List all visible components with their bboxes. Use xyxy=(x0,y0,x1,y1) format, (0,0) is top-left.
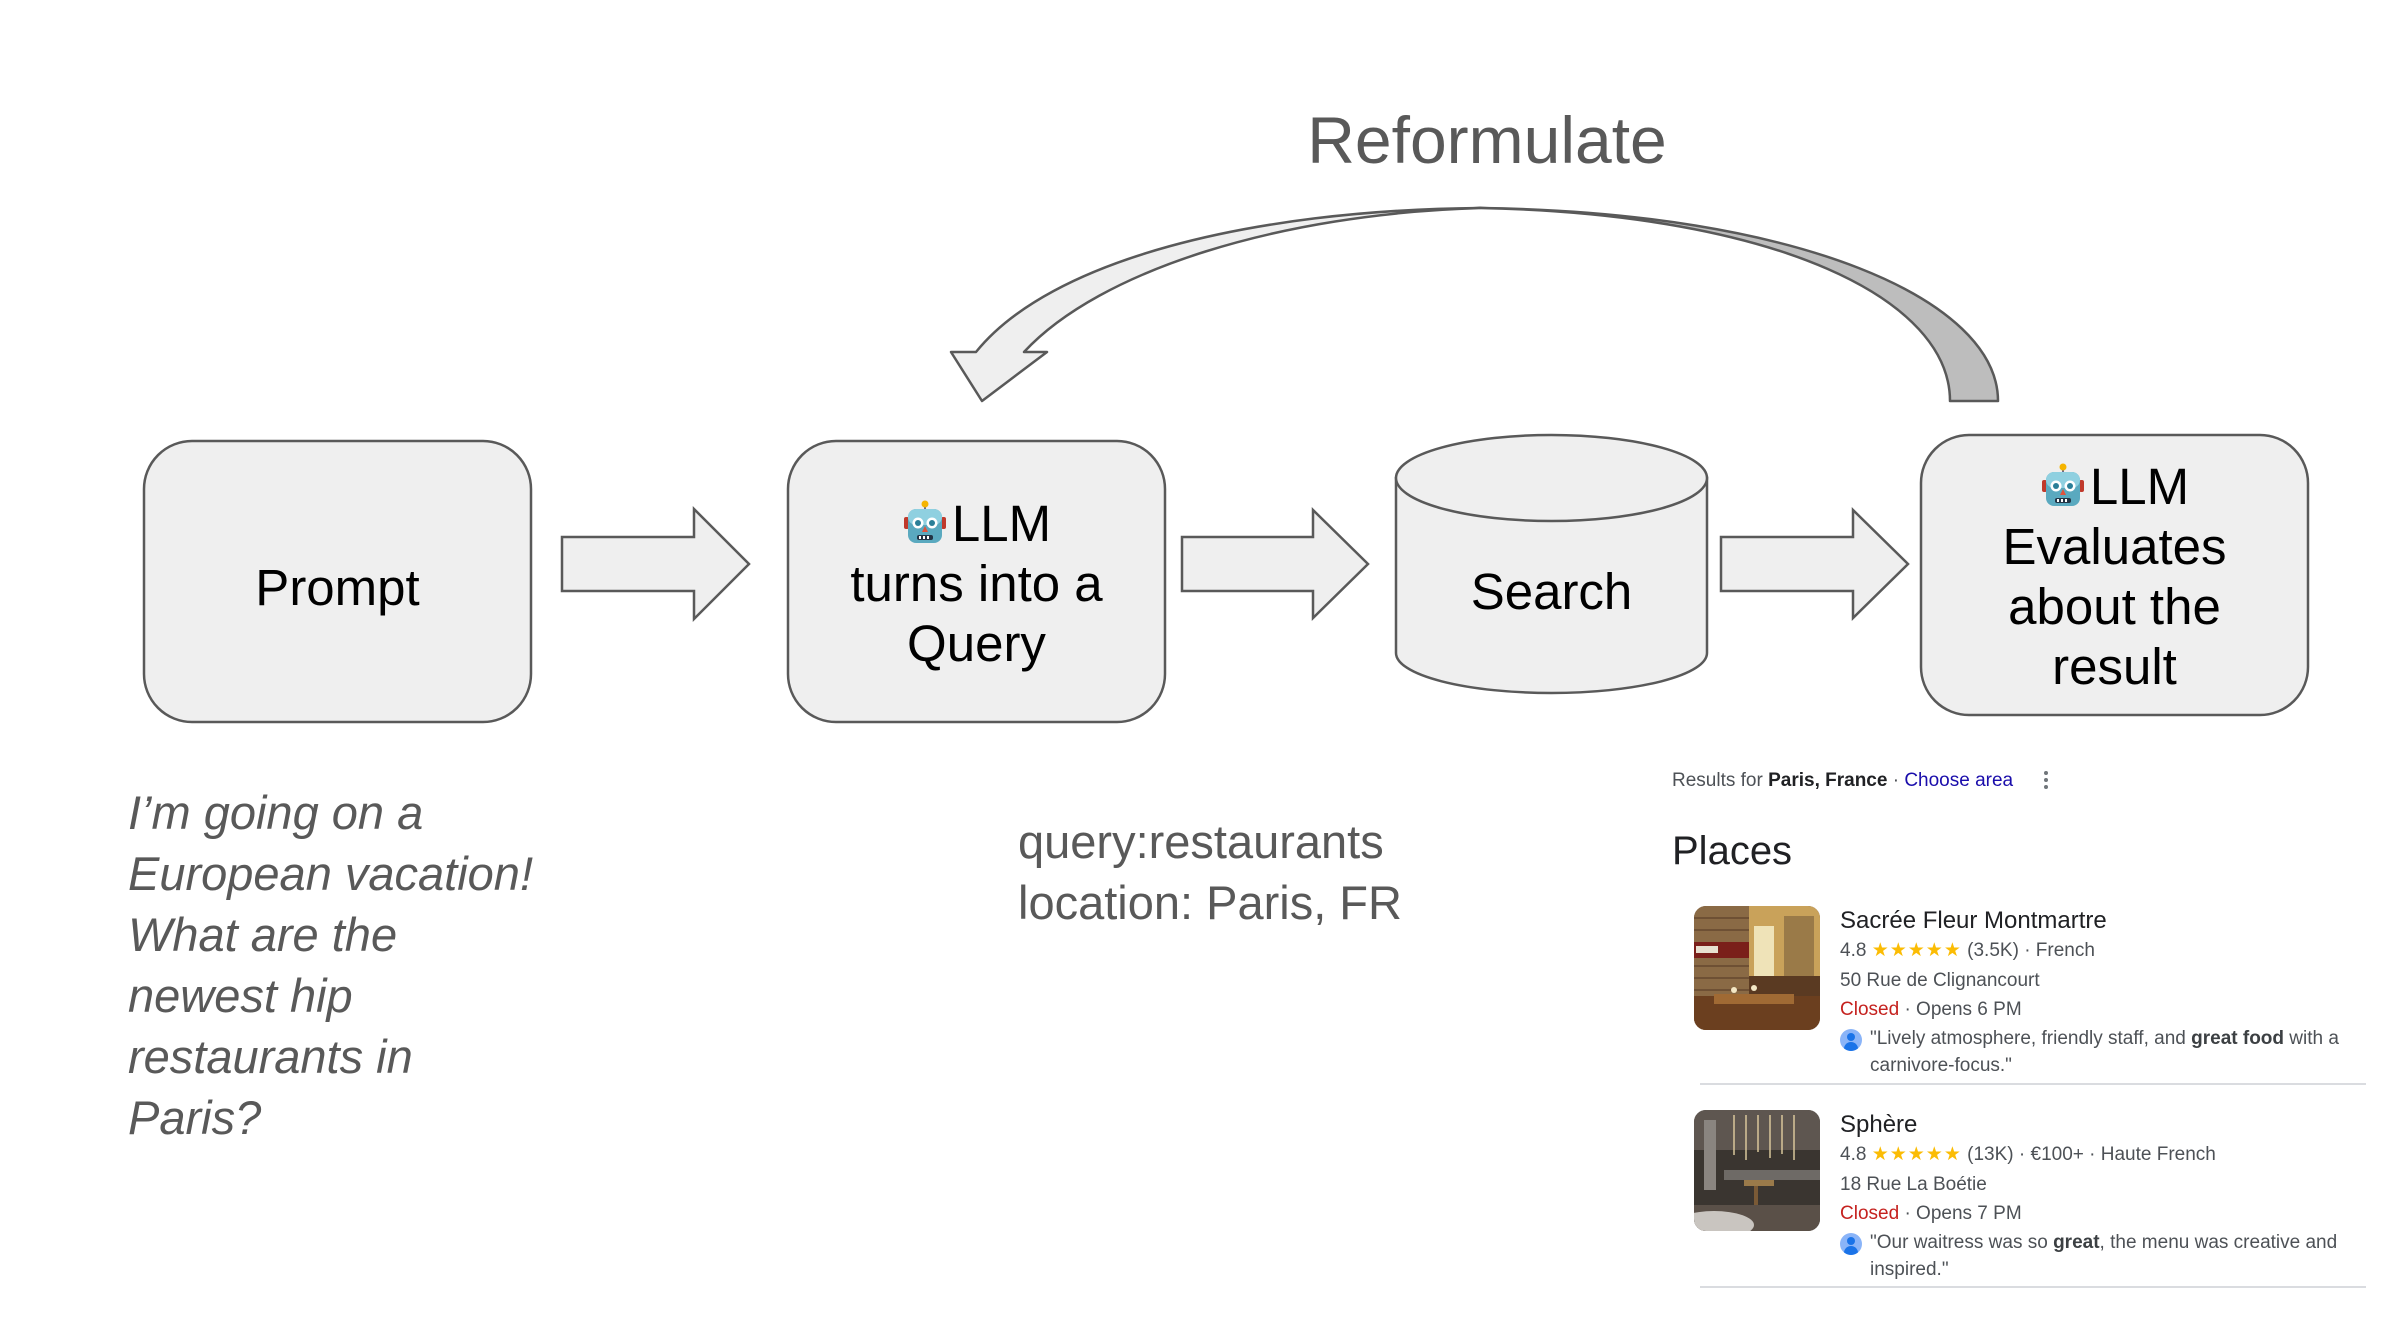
rating-value: 4.8 xyxy=(1840,940,1867,961)
open-status: Closed xyxy=(1840,1203,1900,1224)
search-node-label: Search xyxy=(1396,562,1707,622)
place-thumbnail[interactable] xyxy=(1694,1110,1820,1231)
place-rating-line: 4.8 ★★★★★ (13K) · €100+ · Haute French xyxy=(1840,1140,2370,1170)
place-hours: Closed · Opens 6 PM xyxy=(1840,995,2370,1025)
open-status: Closed xyxy=(1840,999,1900,1020)
place-thumbnail[interactable] xyxy=(1694,906,1820,1030)
opening-time: · Opens 6 PM xyxy=(1904,999,2022,1020)
user-prompt-line: newest hip xyxy=(128,969,353,1022)
user-avatar-icon xyxy=(1840,1232,1862,1255)
query-llm-line: turns into a xyxy=(850,555,1103,612)
arrow-query-to-search xyxy=(1180,507,1370,621)
place-info: Sacrée Fleur Montmartre 4.8 ★★★★★ (3.5K)… xyxy=(1840,906,2370,1079)
review-count: (13K) xyxy=(1967,1144,2014,1165)
review-text: "Our waitress was so xyxy=(1870,1231,2054,1253)
review-text: with a carnivore-focus." xyxy=(1870,1027,2339,1076)
user-prompt-line: restaurants in xyxy=(128,1030,413,1083)
place-review: "Our waitress was so great, the menu was… xyxy=(1840,1229,2370,1283)
query-llm-node xyxy=(786,439,1167,724)
arrow-prompt-to-query xyxy=(560,505,751,623)
reformulate-arrow-head xyxy=(949,206,1482,403)
prompt-node xyxy=(142,439,533,724)
star-rating-icon: ★★★★★ xyxy=(1871,940,1962,961)
reformulate-label: Reformulate xyxy=(1307,103,1667,177)
arrow-search-to-evaluate xyxy=(1719,507,1910,621)
place-hours: Closed · Opens 7 PM xyxy=(1840,1199,2370,1229)
evaluate-llm-line: about the xyxy=(2008,578,2221,635)
reformulate-arrow-tail xyxy=(1478,206,2000,403)
review-text: "Lively atmosphere, friendly staff, and xyxy=(1870,1027,2192,1049)
result-divider xyxy=(1700,1083,2366,1085)
search-node xyxy=(1394,433,1709,695)
generated-query-text: query:restaurants location: Paris, FR xyxy=(1018,811,1538,933)
place-review: "Lively atmosphere, friendly staff, and … xyxy=(1840,1025,2370,1079)
place-rating-line: 4.8 ★★★★★ (3.5K) · French xyxy=(1840,936,2370,966)
opening-time: · Opens 7 PM xyxy=(1904,1203,2022,1224)
place-name[interactable]: Sacrée Fleur Montmartre xyxy=(1840,907,2107,934)
evaluate-llm-title-line: LLM xyxy=(1921,457,2308,517)
place-address: 18 Rue La Boétie xyxy=(1840,1173,1987,1195)
evaluate-llm-line: result xyxy=(2052,638,2177,695)
search-label: Search xyxy=(1470,563,1633,620)
review-count: (3.5K) xyxy=(1967,940,2019,961)
results-for-prefix: Results for xyxy=(1672,770,1763,791)
result-divider xyxy=(1700,1286,2366,1288)
user-avatar-icon xyxy=(1840,1028,1862,1051)
query-llm-title-line: LLM xyxy=(788,494,1165,554)
user-prompt-line: I’m going on a xyxy=(128,786,424,839)
evaluate-llm-node xyxy=(1919,433,2310,717)
separator: · xyxy=(1892,770,1900,791)
evaluate-llm-line: Evaluates xyxy=(2002,518,2227,575)
prompt-node-label: Prompt xyxy=(144,558,531,618)
more-vert-icon[interactable] xyxy=(2042,769,2050,793)
places-heading: Places xyxy=(1672,829,1793,873)
user-prompt-line: What are the xyxy=(128,908,398,961)
choose-area-link[interactable]: Choose area xyxy=(1904,770,2014,791)
robot-icon xyxy=(2040,462,2086,508)
place-address: 50 Rue de Clignancourt xyxy=(1840,969,2040,991)
query-llm-line: Query xyxy=(907,615,1046,672)
review-highlight: great food xyxy=(2191,1027,2285,1049)
results-for-line: Results for Paris, France · Choose area xyxy=(1672,769,2013,793)
place-info: Sphère 4.8 ★★★★★ (13K) · €100+ · Haute F… xyxy=(1840,1110,2370,1283)
evaluate-llm-node-label: LLM Evaluates about the result xyxy=(1921,457,2308,697)
query-llm-node-label: LLM turns into a Query xyxy=(788,494,1165,674)
rating-value: 4.8 xyxy=(1840,1144,1867,1165)
review-text: , the menu was creative and inspired." xyxy=(1870,1231,2338,1280)
robot-icon xyxy=(902,499,948,545)
user-prompt-line: European vacation! xyxy=(128,847,534,900)
user-prompt-line: Paris? xyxy=(128,1091,262,1144)
place-category: · €100+ · Haute French xyxy=(2018,1144,2216,1165)
star-rating-icon: ★★★★★ xyxy=(1871,1144,1962,1165)
place-name[interactable]: Sphère xyxy=(1840,1111,1918,1138)
query-line: query:restaurants xyxy=(1018,815,1384,868)
place-category: · French xyxy=(2024,940,2095,961)
location-line: location: Paris, FR xyxy=(1018,876,1402,929)
results-location: Paris, France xyxy=(1768,770,1888,791)
user-prompt-text: I’m going on a European vacation! What a… xyxy=(128,782,648,1148)
prompt-label: Prompt xyxy=(255,559,420,616)
review-highlight: great xyxy=(2053,1231,2100,1253)
